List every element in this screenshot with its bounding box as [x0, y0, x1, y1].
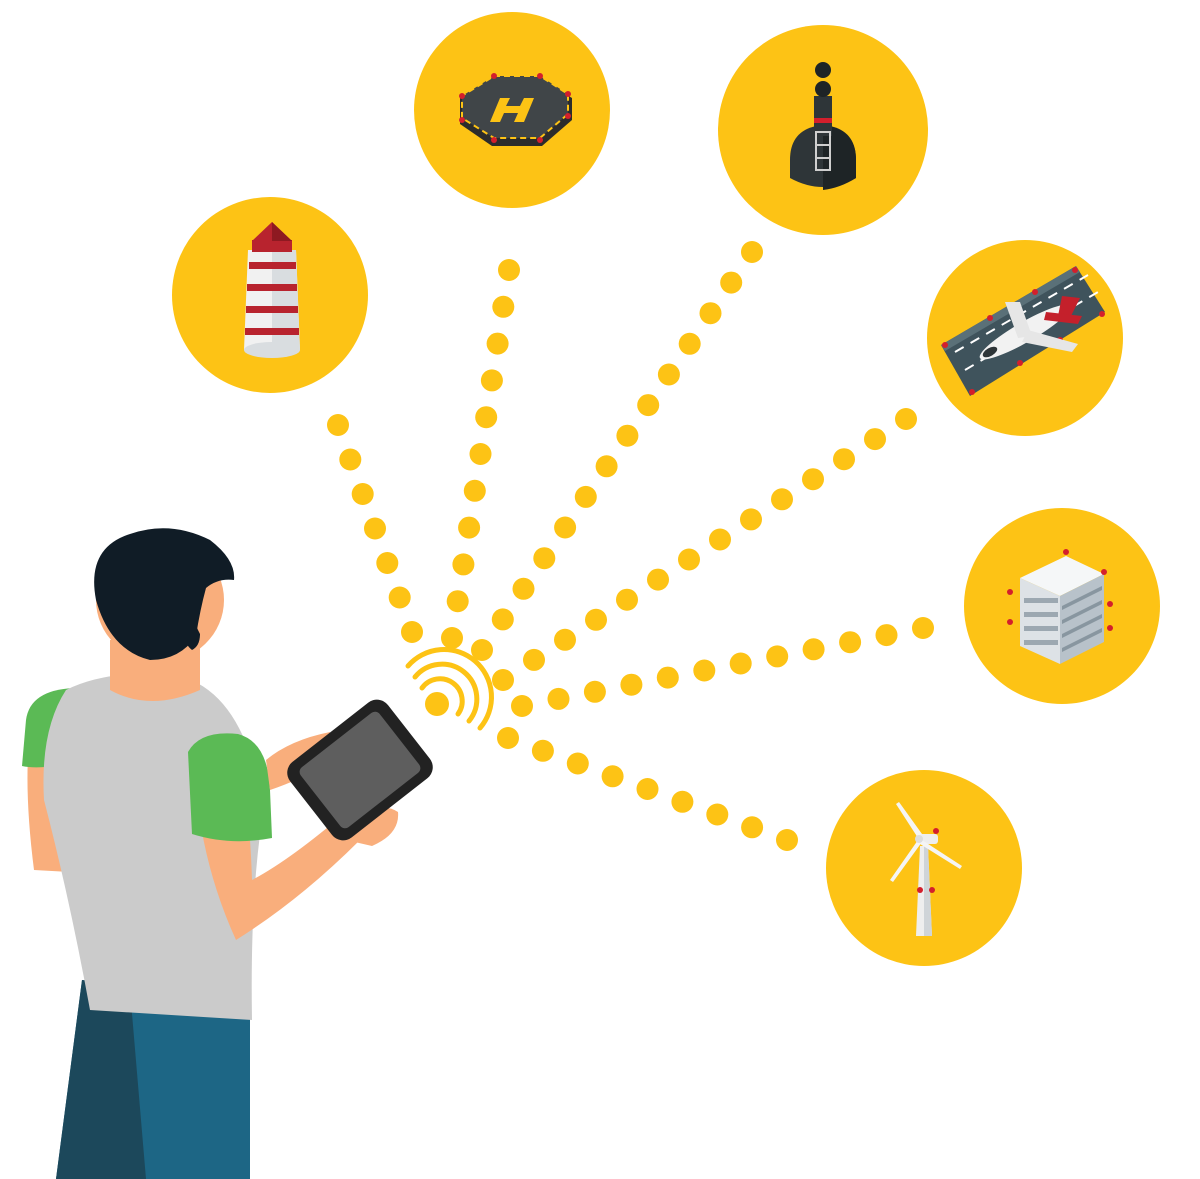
connection-dot-lighthouse	[327, 414, 349, 436]
wireless-signal-icon	[405, 646, 495, 731]
connection-dot-airport	[523, 648, 545, 671]
connection-dot-building	[511, 695, 533, 717]
connection-dot-building	[583, 680, 606, 703]
connection-dot-buoy	[574, 485, 597, 508]
connection-dot-airport	[895, 408, 917, 430]
connection-dot-buoy	[699, 302, 722, 325]
connection-dot-helipad	[498, 259, 520, 281]
connection-dot-airport	[616, 588, 638, 611]
buoy-icon	[790, 62, 856, 190]
connection-dot-buoy	[595, 455, 618, 478]
connection-dot-buoy	[471, 639, 493, 661]
airport-node	[927, 240, 1123, 436]
connection-dot-building	[839, 631, 862, 654]
connection-dot-lighthouse	[351, 483, 374, 505]
connection-dot-airport	[802, 468, 824, 491]
connection-dot-buoy	[554, 516, 577, 539]
connection-dot-lighthouse	[339, 448, 362, 471]
connection-dot-buoy	[720, 271, 743, 294]
connection-dot-wind-turbine	[566, 752, 589, 775]
connection-dot-building	[766, 645, 789, 668]
connection-dot-helipad	[446, 590, 469, 613]
connection-dot-buoy	[657, 363, 680, 386]
wind-turbine-node	[826, 770, 1022, 966]
connection-dot-buoy	[637, 394, 660, 417]
connection-dot-helipad	[492, 295, 515, 318]
lighthouse-node	[172, 197, 368, 393]
connection-dot-airport	[678, 548, 700, 571]
connection-dot-airport	[554, 628, 576, 651]
helipad-icon	[459, 73, 572, 146]
connection-dot-wind-turbine	[671, 790, 694, 813]
connection-dot-lighthouse	[388, 586, 411, 609]
connection-dot-building	[802, 638, 825, 661]
connection-dot-wind-turbine	[531, 739, 554, 762]
buoy-node	[718, 25, 928, 235]
connection-dot-wind-turbine	[497, 727, 519, 749]
connection-dot-building	[729, 652, 752, 675]
connection-dot-building	[875, 624, 898, 647]
connection-dot-airport	[647, 568, 669, 591]
connection-dot-helipad	[469, 443, 492, 465]
connection-dot-wind-turbine	[601, 765, 624, 788]
connection-dot-helipad	[463, 479, 486, 502]
connection-dot-buoy	[512, 577, 535, 600]
connection-dot-building	[656, 666, 679, 689]
helipad-node	[414, 12, 610, 208]
connection-dot-airport	[709, 528, 731, 551]
lighthouse-icon	[244, 222, 300, 358]
connection-dot-helipad	[486, 332, 509, 355]
connection-dot-helipad	[441, 627, 463, 649]
connection-dot-airport	[864, 428, 886, 451]
connection-dot-buoy	[741, 241, 763, 263]
connection-dot-airport	[492, 669, 514, 691]
person-with-tablet	[22, 528, 433, 1179]
building-node	[964, 508, 1160, 704]
connection-dot-helipad	[452, 553, 475, 576]
connection-dot-airport	[833, 448, 855, 471]
right-sleeve	[188, 733, 272, 842]
connection-dot-wind-turbine	[741, 816, 764, 839]
connection-dot-wind-turbine	[776, 829, 798, 851]
connection-dot-helipad	[475, 406, 498, 429]
building-icon	[1007, 549, 1113, 664]
connection-dot-building	[693, 659, 716, 682]
connection-dot-buoy	[533, 547, 556, 570]
connection-dot-helipad	[458, 516, 481, 539]
connection-dot-helipad	[480, 369, 503, 392]
connection-dot-buoy	[616, 424, 639, 447]
connection-dot-airport	[740, 508, 762, 531]
connection-dot-building	[547, 687, 570, 710]
connection-dot-lighthouse	[364, 517, 386, 540]
connection-dot-lighthouse	[376, 552, 399, 574]
connection-dot-building	[620, 673, 643, 696]
connection-dot-airport	[585, 608, 607, 631]
connection-dot-airport	[771, 488, 793, 511]
connection-dot-building	[912, 617, 934, 639]
wind-turbine-icon	[890, 802, 962, 936]
tablet	[287, 699, 433, 841]
connection-dot-buoy	[678, 332, 701, 355]
connection-dot-buoy	[491, 608, 514, 631]
dotted-connection-lines	[327, 241, 934, 851]
hair	[94, 528, 235, 660]
airport-runway-icon	[941, 266, 1105, 396]
connection-dot-lighthouse	[401, 621, 423, 643]
connection-dot-wind-turbine	[636, 778, 659, 800]
connection-dot-wind-turbine	[706, 803, 729, 826]
